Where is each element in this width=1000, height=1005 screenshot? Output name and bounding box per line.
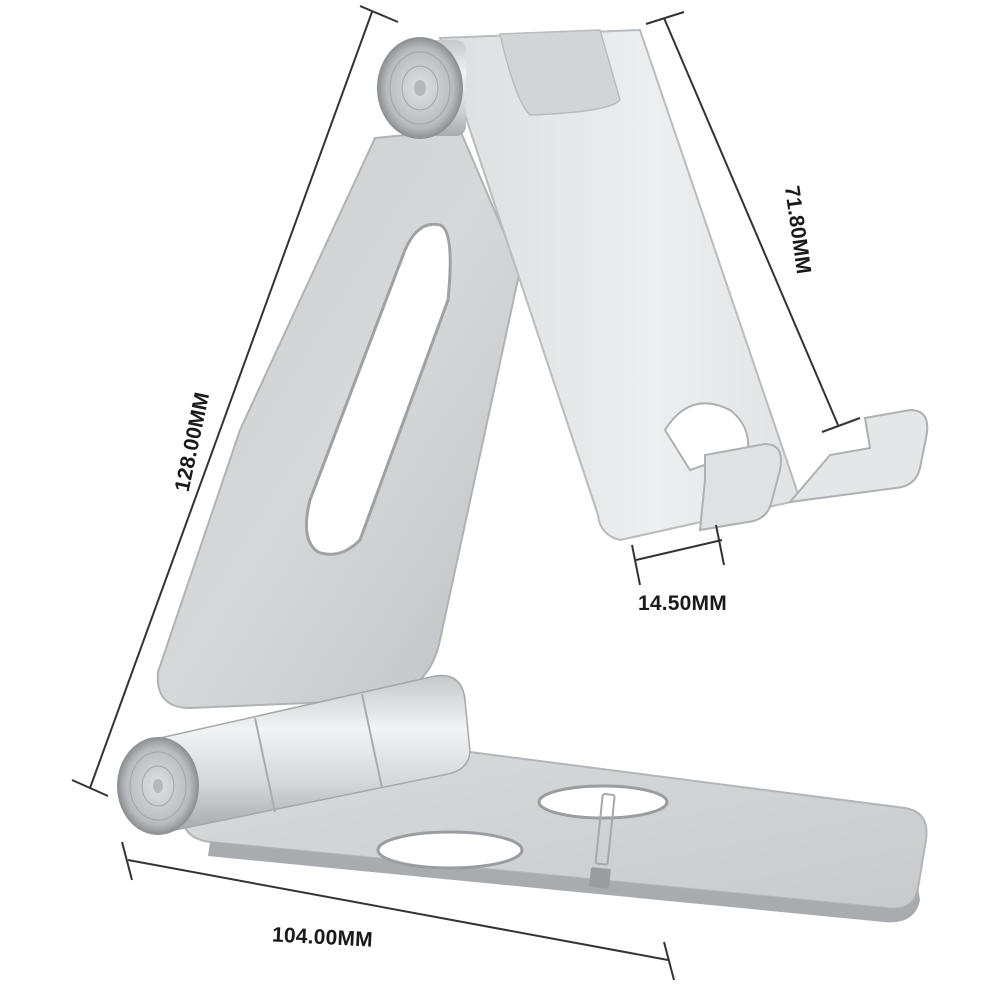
phone-holder-lips [698,408,929,532]
top-hinge [377,37,466,139]
dimension-label-lip-width: 14.50MM [638,592,727,615]
brand-logo-icon [589,793,616,889]
dimension-line-lip [631,524,725,586]
dimension-line-width [121,841,675,981]
base-hole-2 [376,830,524,870]
bottom-hinge [117,674,471,835]
base-hole-1 [537,784,669,820]
dimension-line-back [645,11,861,433]
front-support-panel [156,128,522,710]
panel-slot [304,222,452,556]
dimension-line-height [71,5,399,797]
